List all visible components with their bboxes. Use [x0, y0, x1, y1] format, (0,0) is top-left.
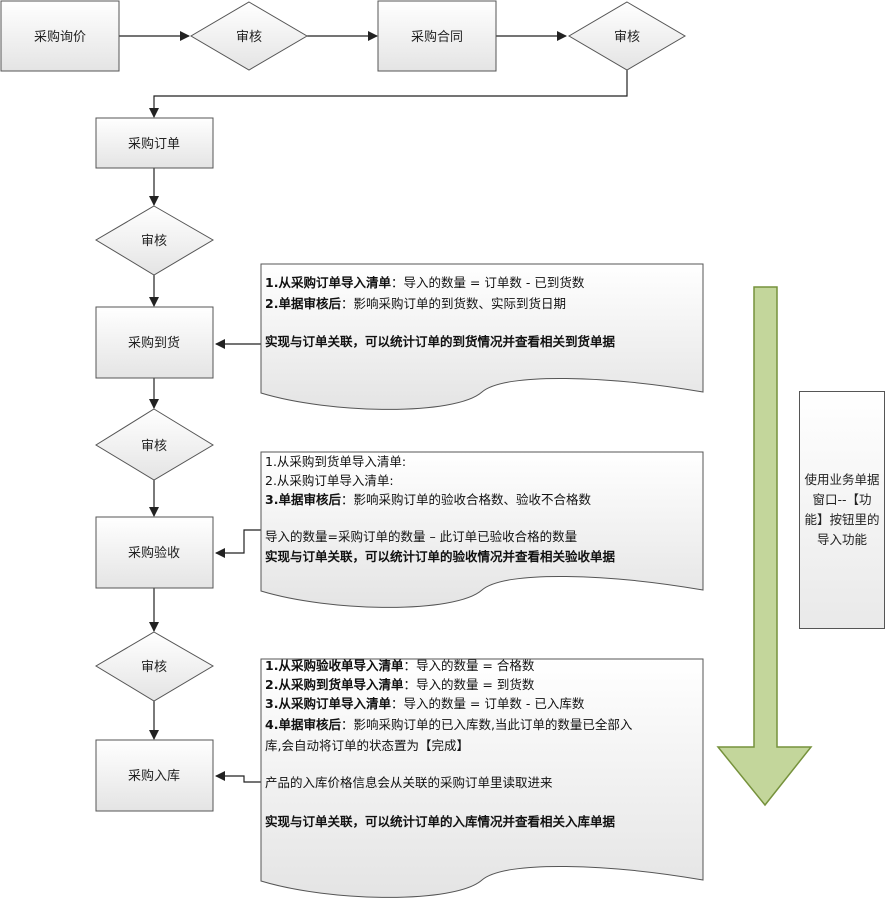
note-warehousing-l7: 实现与订单关联，可以统计订单的入库情况并查看相关入库单据	[265, 814, 616, 829]
node-order-label: 采购订单	[128, 136, 180, 152]
note-arrival-l1-rest: ：导入的数量 = 订单数 - 已到货数	[391, 275, 585, 290]
connector-review2-order	[149, 70, 628, 118]
note-inspection-l1: 1.从采购到货单导入清单:	[265, 454, 406, 469]
note-warehousing-l1-rest: ：导入的数量 = 合格数	[403, 658, 534, 673]
note-warehousing-l6: 产品的入库价格信息会从关联的采购订单里读取进来	[265, 775, 553, 790]
note-inspection: 1.从采购到货单导入清单: 2.从采购订单导入清单: 3.单据审核后：影响采购订…	[265, 454, 616, 564]
node-inspection-label: 采购验收	[128, 545, 180, 561]
note-arrival-l2-rest: ：影响采购订单的到货数、实际到货日期	[341, 296, 566, 311]
note-inspection-l3-bold: 3.单据审核后	[265, 492, 341, 507]
svg-text:2.单据审核后：影响采购订单的到货数、实际到货日期: 2.单据审核后：影响采购订单的到货数、实际到货日期	[265, 296, 566, 311]
note-warehousing-l2-bold: 2.从采购到货单导入清单	[265, 677, 404, 692]
node-inquiry	[0, 0, 120, 72]
node-review4	[95, 408, 214, 481]
flow-direction-arrow	[716, 286, 813, 807]
note-warehousing-l4-rest: ：影响采购订单的已入库数,当此订单的数量已全部入	[341, 717, 633, 732]
svg-text:2.从采购到货单导入清单：导入的数量 = 到货数: 2.从采购到货单导入清单：导入的数量 = 到货数	[265, 677, 535, 692]
node-review1	[190, 1, 308, 71]
node-contract	[377, 0, 497, 72]
note-inspection-l4: 导入的数量=采购订单的数量 – 此订单已验收合格的数量	[265, 529, 577, 544]
connector-note-warehousing	[215, 771, 261, 783]
node-warehousing	[95, 739, 214, 812]
node-review5	[95, 631, 214, 702]
note-inspection-shape	[260, 451, 704, 608]
note-arrival: 1.从采购订单导入清单：导入的数量 = 订单数 - 已到货数 2.单据审核后：影…	[265, 275, 616, 349]
note-arrival-l1-bold: 1.从采购订单导入清单	[265, 275, 391, 290]
svg-text:3.从采购订单导入清单：导入的数量 = 订单数 - 已入库数: 3.从采购订单导入清单：导入的数量 = 订单数 - 已入库数	[265, 696, 585, 711]
note-warehousing-l5: 库,会自动将订单的状态置为【完成】	[265, 738, 469, 753]
note-warehousing-l4-bold: 4.单据审核后	[265, 717, 341, 732]
node-order	[95, 117, 214, 169]
node-arrival-label: 采购到货	[128, 335, 180, 351]
node-inspection	[95, 516, 214, 589]
svg-text:1.从采购订单导入清单：导入的数量 = 订单数 - 已到货数: 1.从采购订单导入清单：导入的数量 = 订单数 - 已到货数	[265, 275, 585, 290]
note-warehousing-l1-bold: 1.从采购验收单导入清单	[265, 658, 404, 673]
node-review1-label: 审核	[236, 30, 262, 45]
note-warehousing-l2-rest: ：导入的数量 = 到货数	[403, 677, 534, 692]
node-review4-label: 审核	[141, 439, 167, 454]
node-review5-label: 审核	[141, 660, 167, 675]
node-review3	[95, 205, 214, 276]
node-warehousing-label: 采购入库	[128, 768, 180, 784]
note-inspection-l5: 实现与订单关联，可以统计订单的验收情况并查看相关验收单据	[265, 549, 616, 564]
svg-text:1.从采购验收单导入清单：导入的数量 = 合格数: 1.从采购验收单导入清单：导入的数量 = 合格数	[265, 658, 535, 673]
side-note-box: 使用业务单据窗口--【功能】按钮里的导入功能	[799, 391, 885, 629]
connectors	[119, 31, 628, 783]
note-inspection-l2: 2.从采购订单导入清单:	[265, 473, 394, 488]
note-warehousing-l3-rest: ：导入的数量 = 订单数 - 已入库数	[391, 696, 585, 711]
connector-note-inspection	[215, 529, 261, 558]
node-arrival	[95, 306, 214, 379]
side-note-text: 使用业务单据窗口--【功能】按钮里的导入功能	[804, 472, 880, 547]
note-arrival-l3: 实现与订单关联，可以统计订单的到货情况并查看相关到货单据	[265, 334, 616, 349]
note-arrival-shape	[260, 263, 704, 410]
svg-text:4.单据审核后：影响采购订单的已入库数,当此订单的数量已全部: 4.单据审核后：影响采购订单的已入库数,当此订单的数量已全部入	[265, 717, 633, 732]
note-arrival-l2-bold: 2.单据审核后	[265, 296, 341, 311]
node-inquiry-label: 采购询价	[34, 29, 86, 45]
node-review2	[568, 1, 686, 71]
note-warehousing-shape	[260, 658, 704, 898]
note-warehousing: 1.从采购验收单导入清单：导入的数量 = 合格数 2.从采购到货单导入清单：导入…	[265, 658, 633, 829]
node-review2-label: 审核	[614, 30, 640, 45]
note-inspection-l3-rest: ：影响采购订单的验收合格数、验收不合格数	[341, 492, 592, 507]
node-review3-label: 审核	[141, 234, 167, 249]
node-contract-label: 采购合同	[411, 29, 463, 45]
svg-text:3.单据审核后：影响采购订单的验收合格数、验收不合格数: 3.单据审核后：影响采购订单的验收合格数、验收不合格数	[265, 492, 591, 507]
note-warehousing-l3-bold: 3.从采购订单导入清单	[265, 696, 391, 711]
